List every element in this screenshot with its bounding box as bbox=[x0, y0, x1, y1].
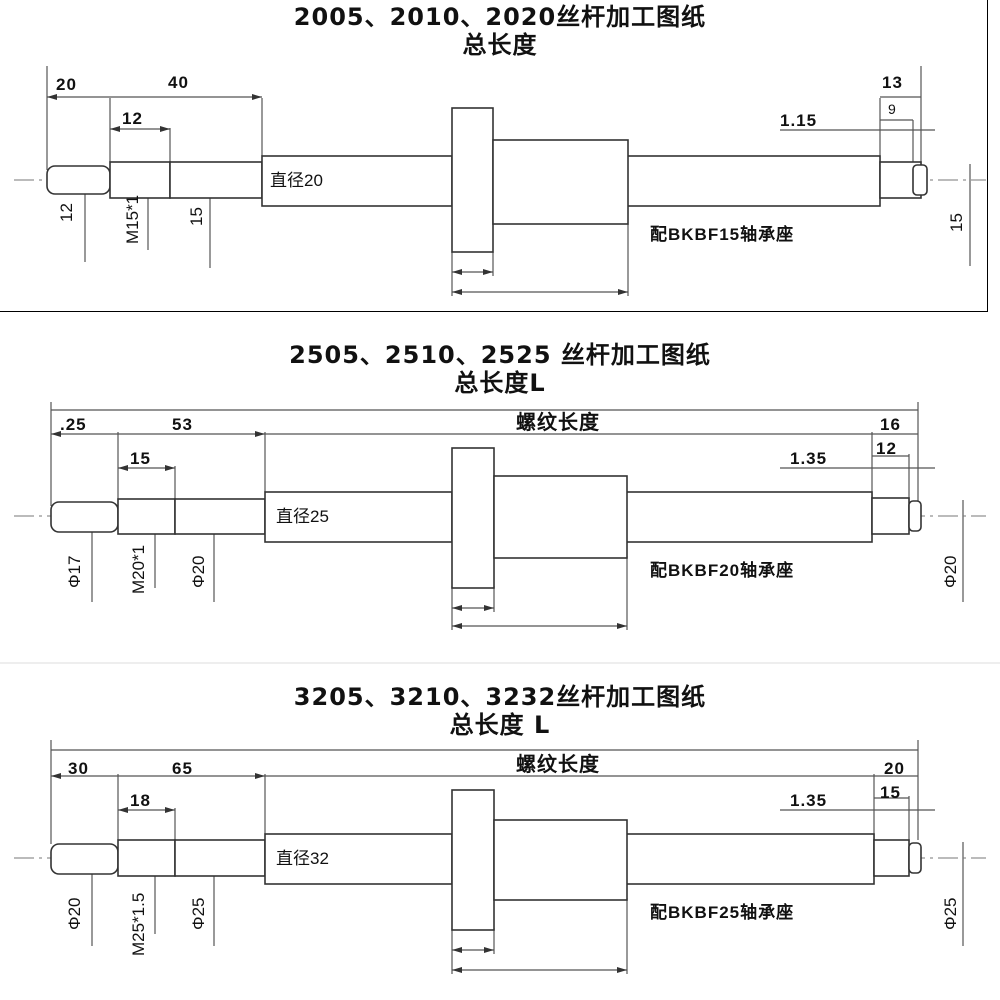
panel-subtitle: 总长度L bbox=[454, 369, 546, 397]
dim-step-diameter: Φ25 bbox=[189, 897, 208, 930]
dim-thread-length: 18 bbox=[130, 791, 151, 810]
bearing-note: 配BKBF25轴承座 bbox=[650, 903, 795, 922]
dim-step-diameter: 15 bbox=[187, 207, 206, 226]
dim-groove: 1.35 bbox=[790, 449, 828, 468]
dim-right-inner: 15 bbox=[880, 783, 901, 802]
bearing-note: 配BKBF20轴承座 bbox=[650, 561, 795, 580]
dim-left-diameter: 12 bbox=[57, 203, 76, 222]
dim-screw-diameter: 直径32 bbox=[276, 849, 329, 868]
dim-end-diameter: 15 bbox=[947, 213, 966, 232]
panel-subtitle: 总长度 bbox=[462, 31, 538, 59]
panel-subtitle: 总长度 L bbox=[449, 711, 551, 739]
panel-frame bbox=[0, 0, 988, 312]
dim-right-inner: 12 bbox=[876, 439, 897, 458]
dim-right-total: 20 bbox=[884, 759, 905, 778]
dim-screw-diameter: 直径20 bbox=[270, 171, 323, 190]
dim-seg1: 30 bbox=[68, 759, 89, 778]
dim-end-diameter: Φ20 bbox=[941, 555, 960, 588]
dim-right-inner: 9 bbox=[888, 101, 896, 117]
dim-seg2: 40 bbox=[168, 73, 189, 92]
bearing-note: 配BKBF15轴承座 bbox=[650, 225, 795, 244]
dim-left-diameter: Φ17 bbox=[65, 555, 84, 588]
dim-seg1: 20 bbox=[56, 75, 77, 94]
dim-thread-diameter: M15*1 bbox=[123, 194, 142, 244]
dim-thread-length: 15 bbox=[130, 449, 151, 468]
dim-right-total: 13 bbox=[882, 73, 903, 92]
drawing-panel-1: 2005、2010、2020丝杆加工图纸 总长度 bbox=[0, 0, 1000, 316]
dim-seg2: 53 bbox=[172, 415, 193, 434]
dim-groove: 1.35 bbox=[790, 791, 828, 810]
dim-right-total: 16 bbox=[880, 415, 901, 434]
dim-thread-diameter: M20*1 bbox=[129, 544, 148, 594]
panel-title: 2005、2010、2020丝杆加工图纸 bbox=[293, 3, 707, 31]
dim-groove: 1.15 bbox=[780, 111, 818, 130]
thread-length-label: 螺纹长度 bbox=[516, 412, 600, 434]
screw-drawing bbox=[14, 66, 986, 296]
panel-title: 3205、3210、3232丝杆加工图纸 bbox=[293, 683, 707, 711]
drawing-panel-3: 3205、3210、3232丝杆加工图纸 总长度 L bbox=[0, 664, 1000, 1000]
dim-end-diameter: Φ25 bbox=[941, 897, 960, 930]
dim-thread-length: 12 bbox=[122, 109, 143, 128]
dim-step-diameter: Φ20 bbox=[189, 555, 208, 588]
screw-drawing bbox=[14, 740, 986, 974]
dim-left-diameter: Φ20 bbox=[65, 897, 84, 930]
dim-screw-diameter: 直径25 bbox=[276, 507, 329, 526]
panel-title: 2505、2510、2525 丝杆加工图纸 bbox=[289, 341, 711, 369]
screw-drawing bbox=[14, 402, 986, 630]
drawing-panel-2: 2505、2510、2525 丝杆加工图纸 总长度L bbox=[0, 326, 1000, 662]
thread-length-label: 螺纹长度 bbox=[516, 754, 600, 776]
dim-seg1: .25 bbox=[60, 415, 87, 434]
panel-divider bbox=[0, 662, 1000, 664]
dim-seg2: 65 bbox=[172, 759, 193, 778]
dim-thread-diameter: M25*1.5 bbox=[129, 892, 148, 956]
